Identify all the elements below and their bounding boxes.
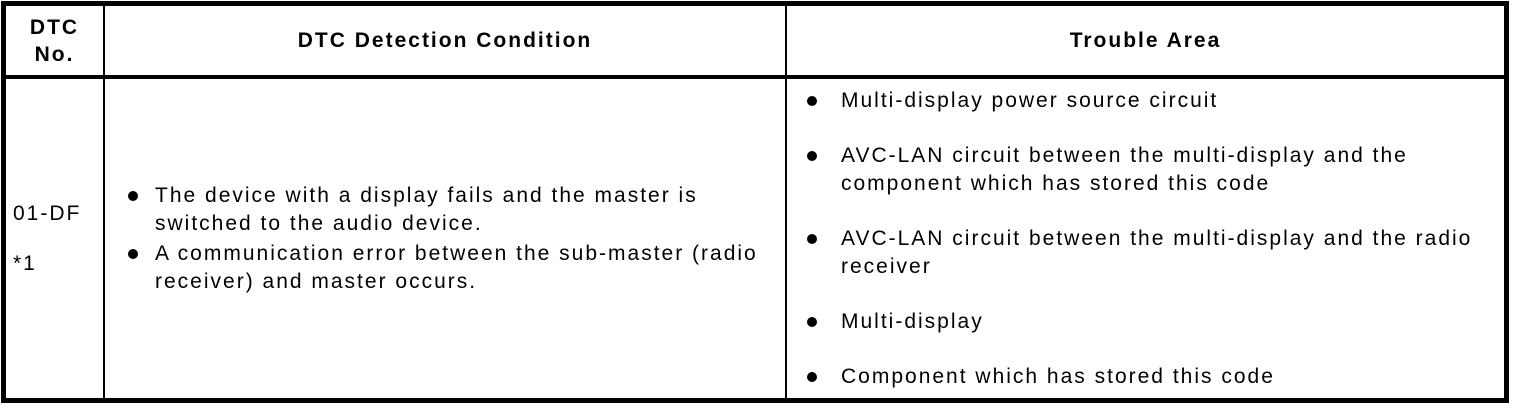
bullet-icon <box>807 150 817 161</box>
bullet-icon <box>128 190 138 201</box>
condition-text: The device with a display fails and the … <box>155 183 698 235</box>
dtc-code: 01-DF <box>13 201 82 225</box>
bullet-icon <box>807 316 817 327</box>
trouble-area-text: Multi-display power source circuit <box>841 88 1219 112</box>
trouble-area-text: Multi-display <box>841 309 984 333</box>
detection-condition-cell: The device with a display fails and the … <box>105 79 787 398</box>
table-header-row: DTC No. DTC Detection Condition Trouble … <box>6 6 1504 79</box>
header-dtc-no: DTC No. <box>6 6 105 75</box>
list-item: AVC-LAN circuit between the multi-displa… <box>787 142 1494 198</box>
list-item: Component which has stored this code <box>787 363 1494 391</box>
dtc-footnote-marker: *1 <box>13 251 37 275</box>
trouble-area-cell: Multi-display power source circuit AVC-L… <box>787 79 1504 398</box>
dtc-table: DTC No. DTC Detection Condition Trouble … <box>1 1 1509 403</box>
list-item: Multi-display <box>787 308 1494 336</box>
trouble-area-text: Component which has stored this code <box>841 364 1275 388</box>
header-trouble-area: Trouble Area <box>1069 29 1222 52</box>
bullet-icon <box>807 371 817 382</box>
list-item: The device with a display fails and the … <box>105 182 785 238</box>
trouble-area-text: AVC-LAN circuit between the multi-displa… <box>841 226 1473 278</box>
condition-text: A communication error between the sub-ma… <box>155 241 758 293</box>
trouble-area-text: AVC-LAN circuit between the multi-displa… <box>841 143 1408 195</box>
bullet-icon <box>807 233 817 244</box>
header-detection-condition: DTC Detection Condition <box>105 6 787 75</box>
dtc-no-cell: 01-DF *1 <box>6 79 105 398</box>
bullet-icon <box>128 248 138 259</box>
bullet-icon <box>807 95 817 106</box>
list-item: Multi-display power source circuit <box>787 87 1494 115</box>
list-item: A communication error between the sub-ma… <box>105 240 785 296</box>
list-item: AVC-LAN circuit between the multi-displa… <box>787 225 1494 281</box>
table-body-row: 01-DF *1 The device with a display fails… <box>6 79 1504 398</box>
